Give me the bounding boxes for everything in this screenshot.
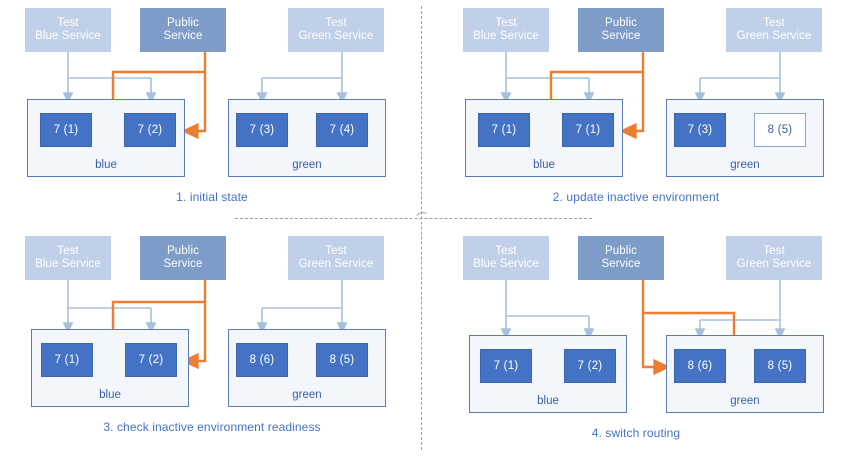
green-environment-label: green bbox=[292, 389, 322, 401]
green-instance-2[interactable]: 7 (4) bbox=[316, 113, 368, 147]
blue-instance-1[interactable]: 7 (1) bbox=[478, 113, 530, 147]
blue-instance-2[interactable]: 7 (1) bbox=[562, 113, 614, 147]
panel-1-caption: 1. initial state bbox=[176, 190, 248, 204]
blue-instance-1[interactable]: 7 (1) bbox=[41, 343, 93, 377]
panel-4-caption: 4. switch routing bbox=[591, 426, 681, 440]
blue-environment-label: blue bbox=[99, 389, 121, 401]
green-instance-2[interactable]: 8 (5) bbox=[754, 349, 806, 383]
blue-instance-1[interactable]: 7 (1) bbox=[40, 113, 92, 147]
blue-environment-label: blue bbox=[95, 159, 117, 171]
panel-2-connectors bbox=[500, 52, 786, 140]
blue-instance-2[interactable]: 7 (2) bbox=[125, 343, 177, 377]
green-instance-1[interactable]: 7 (3) bbox=[236, 113, 288, 147]
blue-instance-2[interactable]: 7 (2) bbox=[124, 113, 176, 147]
blue-instance-1[interactable]: 7 (1) bbox=[480, 349, 532, 383]
green-instance-2[interactable]: 8 (5) bbox=[754, 113, 806, 147]
horizontal-divider bbox=[235, 218, 592, 219]
green-environment-label: green bbox=[292, 159, 322, 171]
blue-environment-label: blue bbox=[537, 395, 559, 407]
blue-environment-label: blue bbox=[533, 159, 555, 171]
green-environment-label: green bbox=[730, 395, 760, 407]
panel-3-caption: 3. check inactive environment readiness bbox=[103, 420, 321, 434]
panel-2-caption: 2. update inactive environment bbox=[552, 190, 720, 204]
green-instance-1[interactable]: 8 (6) bbox=[674, 349, 726, 383]
green-instance-1[interactable]: 8 (6) bbox=[236, 343, 288, 377]
green-instance-1[interactable]: 7 (3) bbox=[674, 113, 726, 147]
blue-instance-2[interactable]: 7 (2) bbox=[564, 349, 616, 383]
green-environment-label: green bbox=[730, 159, 760, 171]
green-instance-2[interactable]: 8 (5) bbox=[316, 343, 368, 377]
vertical-divider bbox=[421, 6, 422, 450]
